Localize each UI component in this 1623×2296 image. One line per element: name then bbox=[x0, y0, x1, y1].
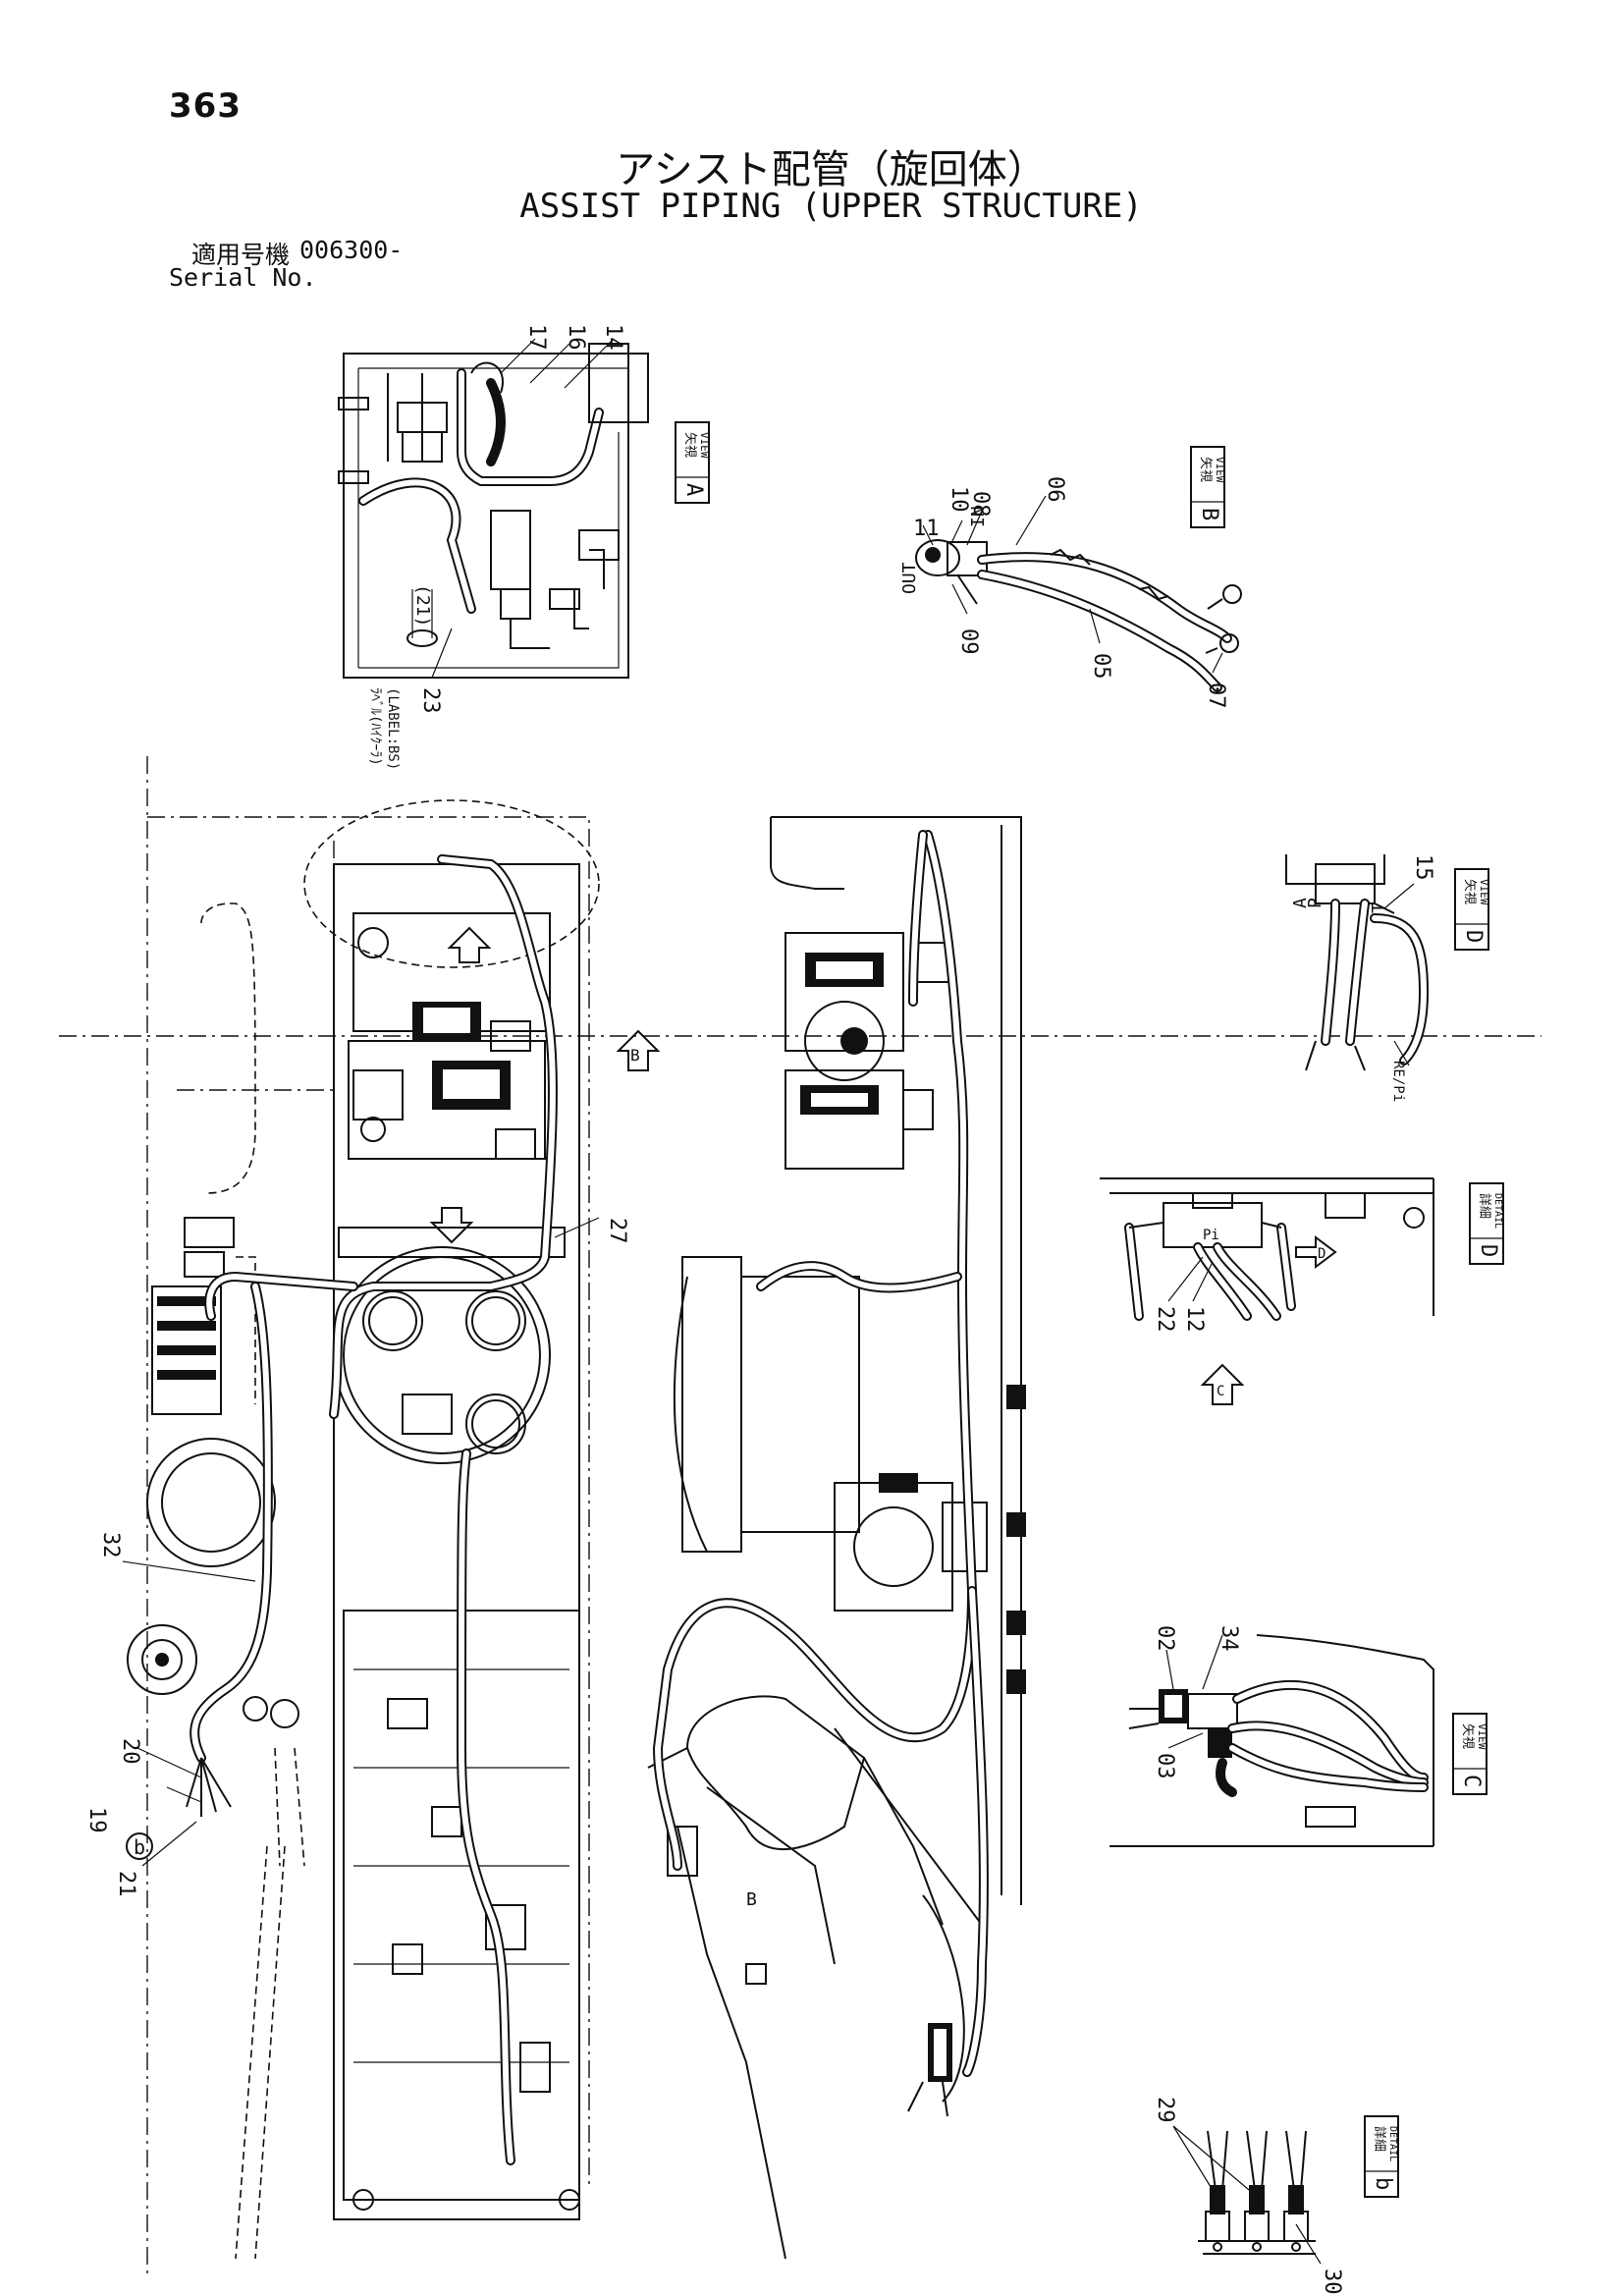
callout-27: 27 bbox=[605, 1218, 629, 1244]
callout-20: 20 bbox=[118, 1738, 142, 1765]
detail-b-letter: b bbox=[1371, 2177, 1395, 2190]
view-a-drawing bbox=[338, 343, 649, 679]
callout-07: 07 bbox=[1204, 683, 1228, 709]
page-title-japanese: アシスト配管（旋回体） bbox=[616, 147, 1047, 192]
callout-03: 03 bbox=[1153, 1753, 1177, 1779]
callout-06: 06 bbox=[1043, 476, 1067, 503]
view-a-letter: A bbox=[681, 483, 706, 496]
callout-32: 32 bbox=[98, 1532, 123, 1558]
view-a-label-jp: 矢視 bbox=[682, 432, 697, 458]
port-a-label: A bbox=[1290, 898, 1311, 908]
port-out-label: OUT bbox=[899, 562, 920, 594]
direction-arrow-down bbox=[429, 1207, 474, 1244]
direction-arrow-d: D bbox=[1295, 1235, 1337, 1269]
detail-b-marker-letter: b bbox=[134, 1835, 145, 1859]
view-d-letter: D bbox=[1461, 930, 1486, 943]
callout-09: 09 bbox=[956, 629, 981, 655]
page-number: 363 bbox=[169, 86, 242, 126]
view-b-tag: 矢視 VIEW B bbox=[1190, 446, 1226, 528]
callout-05: 05 bbox=[1089, 653, 1113, 680]
detail-b-label-jp: 詳細 bbox=[1372, 2126, 1387, 2152]
detail-d-drawing bbox=[1100, 1177, 1434, 1321]
view-d-label-jp: 矢視 bbox=[1462, 879, 1477, 904]
direction-arrow-b: B bbox=[616, 1029, 661, 1071]
arrow-d-letter: D bbox=[1318, 1246, 1325, 1262]
view-b-drawing bbox=[915, 539, 1242, 692]
arrow-c-letter: C bbox=[1217, 1384, 1224, 1399]
view-d-label-en: VIEW bbox=[1478, 879, 1490, 905]
callout-14: 14 bbox=[601, 324, 625, 351]
callout-11: 11 bbox=[913, 517, 940, 541]
label-english-note: (LABEL:BS) bbox=[385, 687, 401, 770]
pipe-mark-21: (21) bbox=[412, 584, 433, 627]
arrow-b-letter: B bbox=[630, 1046, 640, 1065]
view-c-label-jp: 矢視 bbox=[1460, 1723, 1475, 1749]
detail-d-tag: 詳細 DETAIL D bbox=[1469, 1182, 1504, 1265]
callout-17: 17 bbox=[524, 324, 549, 351]
callout-22: 22 bbox=[1153, 1306, 1177, 1333]
view-c-tag: 矢視 VIEW C bbox=[1452, 1713, 1488, 1795]
serial-label-japanese: 適用号機 bbox=[191, 241, 291, 269]
callout-02: 02 bbox=[1153, 1625, 1177, 1652]
callout-30: 30 bbox=[1320, 2269, 1344, 2295]
callout-15: 15 bbox=[1411, 854, 1435, 881]
port-in-label: IN bbox=[968, 506, 989, 527]
view-a-label-en: VIEW bbox=[698, 432, 711, 459]
detail-b-marker: b bbox=[126, 1832, 153, 1860]
callout-19: 19 bbox=[84, 1807, 109, 1833]
detail-d-label-jp: 詳細 bbox=[1477, 1193, 1492, 1219]
view-c-drawing bbox=[1109, 1634, 1434, 1847]
callout-16: 16 bbox=[564, 324, 588, 351]
main-frame-left bbox=[59, 756, 1542, 2278]
main-frame-right bbox=[647, 816, 1026, 2260]
view-c-label-en: VIEW bbox=[1476, 1723, 1488, 1750]
detail-d-label-en: DETAIL bbox=[1492, 1193, 1503, 1229]
detail-b-tag: 詳細 DETAIL b bbox=[1364, 2115, 1399, 2198]
view-b-label-jp: 矢視 bbox=[1198, 457, 1213, 482]
callout-23: 23 bbox=[418, 687, 443, 714]
detail-b-label-en: DETAIL bbox=[1387, 2126, 1398, 2161]
port-pi-label: Pi bbox=[1203, 1228, 1219, 1243]
callout-10: 10 bbox=[947, 486, 971, 513]
view-a-tag: 矢視 VIEW A bbox=[675, 421, 711, 504]
view-d-drawing bbox=[1285, 854, 1429, 1071]
callout-34: 34 bbox=[1217, 1625, 1241, 1652]
callout-21: 21 bbox=[114, 1871, 138, 1897]
callout-29: 29 bbox=[1153, 2097, 1177, 2123]
direction-arrow-up bbox=[447, 926, 492, 963]
page-title-english: ASSIST PIPING (UPPER STRUCTURE) bbox=[519, 187, 1143, 226]
direction-arrow-c: C bbox=[1200, 1363, 1245, 1405]
view-c-letter: C bbox=[1459, 1775, 1484, 1787]
port-p-label: P bbox=[1305, 898, 1325, 908]
view-d-tag: 矢視 VIEW D bbox=[1454, 868, 1490, 951]
callout-08: 08 bbox=[968, 491, 993, 518]
small-b-label: B bbox=[746, 1889, 757, 1910]
serial-label-english: Serial No. bbox=[169, 263, 317, 292]
view-b-label-en: VIEW bbox=[1214, 457, 1226, 483]
re-pi-label: RE/Pi bbox=[1390, 1061, 1406, 1102]
detail-d-letter: D bbox=[1476, 1244, 1500, 1257]
callout-12: 12 bbox=[1182, 1306, 1207, 1333]
view-b-letter: B bbox=[1197, 508, 1221, 520]
detail-b-drawing bbox=[1198, 2130, 1316, 2255]
port-t-label: T bbox=[1369, 902, 1389, 913]
serial-value: 006300- bbox=[299, 236, 404, 264]
label-japanese-note: ﾗﾍﾞﾙ(ﾊｲｸｰﾗ) bbox=[367, 687, 383, 766]
